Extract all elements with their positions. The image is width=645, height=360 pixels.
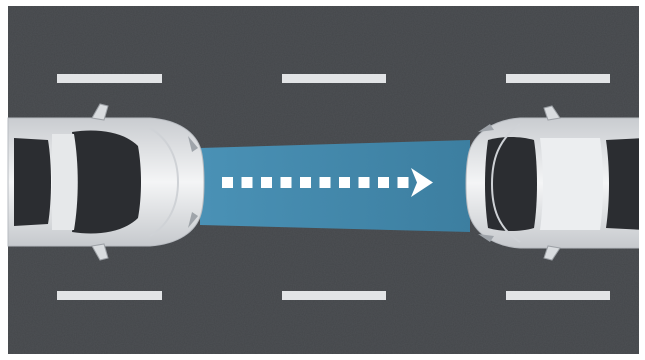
rear-vehicle bbox=[8, 104, 204, 260]
arrow-dot bbox=[359, 177, 370, 188]
arrow-dot bbox=[261, 177, 272, 188]
lane-marking bbox=[506, 74, 610, 83]
lane-marking bbox=[57, 291, 162, 300]
distance-sensing-beam bbox=[200, 140, 470, 232]
roof bbox=[540, 138, 603, 230]
rear-window bbox=[14, 138, 51, 226]
arrow-dot bbox=[398, 177, 409, 188]
roof bbox=[52, 134, 78, 230]
arrow-dot bbox=[320, 177, 331, 188]
arrow-dot bbox=[222, 177, 233, 188]
lane-marking bbox=[282, 74, 386, 83]
front-vehicle bbox=[466, 106, 645, 260]
windshield bbox=[72, 131, 141, 234]
arrow-dot bbox=[242, 177, 253, 188]
arrow-dot bbox=[300, 177, 311, 188]
arrow-dot bbox=[339, 177, 350, 188]
lane-marking bbox=[506, 291, 610, 300]
arrow-dot bbox=[378, 177, 389, 188]
arrow-dot bbox=[281, 177, 292, 188]
lane-marking bbox=[57, 74, 162, 83]
lane-marking bbox=[282, 291, 386, 300]
